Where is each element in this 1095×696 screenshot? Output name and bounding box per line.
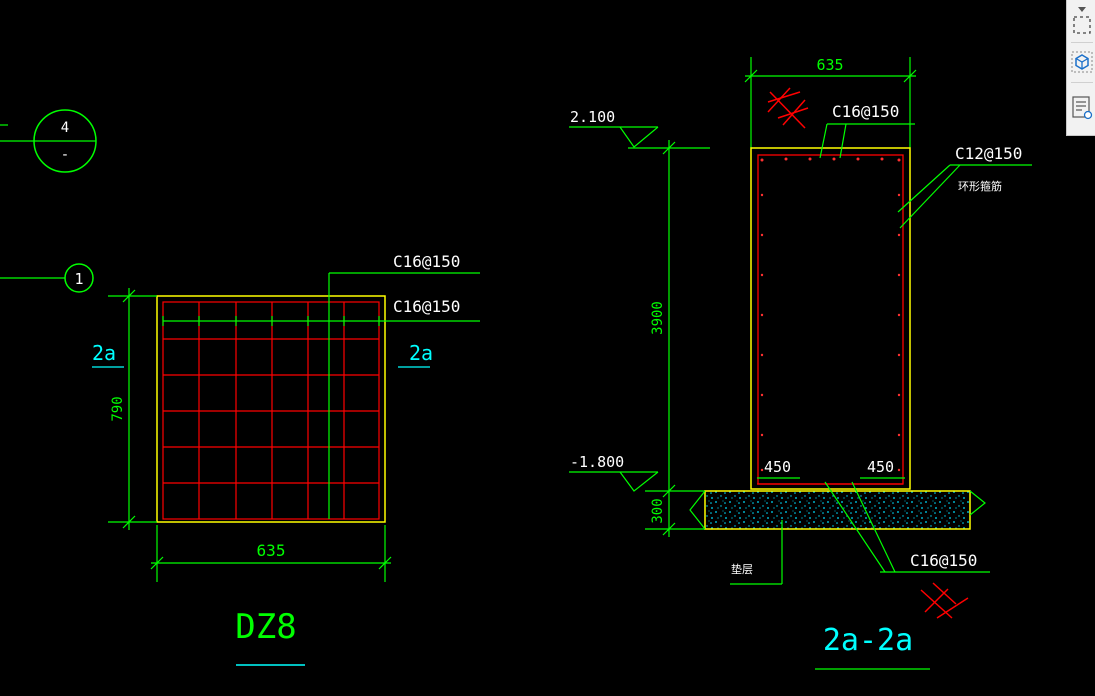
dim-width-635: 635: [257, 541, 286, 560]
section-marker-sheet: -: [61, 147, 69, 163]
rebar-label-second: C16@150: [393, 297, 460, 316]
view-title-dz8: DZ8: [235, 607, 296, 647]
rebar-note-ring-stirrup: 环形箍筋: [958, 179, 1002, 193]
axis-marker: 1: [0, 263, 94, 293]
elevation-top: 2.100: [570, 108, 615, 126]
selection-box-icon[interactable]: [1071, 14, 1093, 36]
rebar-label-bottom: C16@150: [910, 551, 977, 570]
section-marker: 4 -: [0, 109, 97, 173]
cross-symbol-top: [767, 87, 809, 129]
view-title-2a-2a: 2a-2a: [823, 623, 913, 658]
rebar-dots: [760, 157, 901, 472]
right-view-section: 635 C16@1: [569, 56, 1032, 670]
dim-height-790: 790: [110, 396, 126, 421]
base-note: 垫层: [731, 562, 753, 576]
properties-list-icon[interactable]: [1071, 95, 1093, 120]
base-slab: [704, 490, 971, 530]
dim-extend-left: 450: [764, 458, 791, 476]
dropdown-arrow-icon[interactable]: [1071, 0, 1093, 12]
left-view-dz8: C16@150 C16@150 2a 2a 790 635 DZ8: [92, 252, 480, 666]
dim-top-635: 635: [816, 56, 843, 74]
elevation-bottom: -1.800: [570, 453, 624, 471]
rebar-label-top: C16@150: [393, 252, 460, 271]
axis-marker-label: 1: [74, 270, 83, 288]
view-cube-icon[interactable]: [1071, 51, 1093, 73]
section-marker-number: 4: [61, 120, 69, 136]
section-mark-left: 2a: [92, 341, 116, 365]
rebar-label-wall-top: C16@150: [832, 102, 899, 121]
rebar-label-wall-side: C12@150: [955, 144, 1022, 163]
dim-extend-right: 450: [867, 458, 894, 476]
cross-symbol-bottom: [920, 582, 969, 619]
viewport-toolbar: [1066, 0, 1095, 136]
dim-base-300: 300: [650, 498, 666, 523]
rebar-grid: [162, 301, 380, 520]
dim-height-3900: 3900: [650, 301, 666, 335]
section-mark-right: 2a: [409, 341, 433, 365]
